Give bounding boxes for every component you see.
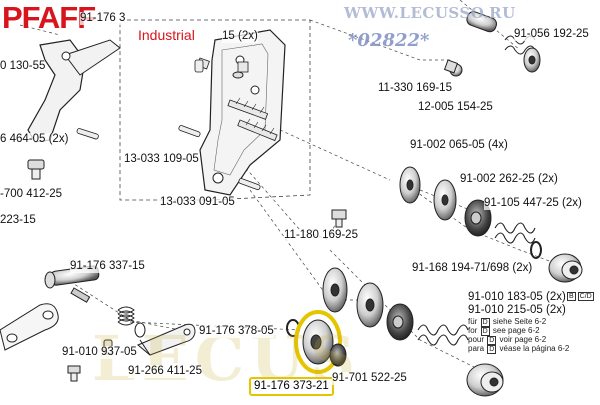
label-left-464: 6 464-05 (2x) xyxy=(0,133,69,146)
label-11-180: 11-180 169-25 xyxy=(284,229,358,242)
label-left-223: 223-15 xyxy=(0,214,36,227)
label-left-700: -700 412-25 xyxy=(0,188,63,201)
note-text: see page 6-2 xyxy=(492,326,540,335)
note-line-1: for D see page 6-2 xyxy=(468,326,540,336)
label-91-701: 91-701 522-25 xyxy=(332,372,407,385)
left-lever-arm xyxy=(19,24,121,143)
brand-subtitle: Industrial xyxy=(138,27,195,43)
label-91-266: 91-266 411-25 xyxy=(128,365,202,378)
screw-left xyxy=(27,159,45,180)
disc-stack-middle xyxy=(322,267,414,341)
label-13-033-091: 13-033 091-05 xyxy=(160,196,235,209)
note-lead: for xyxy=(468,326,478,335)
note-lead: für xyxy=(468,317,478,326)
label-91-105: 91-105 447-25 (2x) xyxy=(484,197,582,210)
label-91-002-065: 91-002 065-05 (4x) xyxy=(410,139,508,152)
knob-bottom xyxy=(466,363,504,397)
note-box: D xyxy=(487,345,497,354)
note-text: voir page 6-2 xyxy=(499,335,547,344)
label-91-010-183: 91-010 183-05 (2x) xyxy=(468,291,566,304)
screw-11-180 xyxy=(331,209,347,228)
label-left-130: 0 130-55 xyxy=(0,60,46,73)
label-91-176-337: 91-176 337-15 xyxy=(70,260,145,273)
label-top-cut-b: 15 (2x) xyxy=(222,30,258,43)
spring-left xyxy=(117,306,135,326)
spring-middle xyxy=(417,324,469,346)
linkage-bar xyxy=(0,303,59,351)
note-lead: para xyxy=(468,344,485,353)
label-91-168: 91-168 194-71/698 (2x) xyxy=(412,262,533,275)
note-box: D xyxy=(480,327,490,336)
label-91-176-378: 91-176 378-05 xyxy=(199,325,274,338)
label-12-005: 12-005 154-25 xyxy=(418,101,493,114)
highlighted-part-label: 91-176 373-21 xyxy=(249,377,334,396)
sleeve xyxy=(329,343,347,367)
note-box: D xyxy=(480,318,490,327)
note-text: siehe Seite 6-2 xyxy=(492,317,547,326)
bracket-guide-box xyxy=(119,19,311,201)
note-line-3: para D véase la página 6-2 xyxy=(468,344,570,354)
mounting-bracket xyxy=(196,29,286,196)
ring-right xyxy=(530,241,542,259)
label-91-002-262: 91-002 262-25 (2x) xyxy=(460,173,558,186)
watermark-code: *02822* xyxy=(348,30,430,51)
disc-stack-right xyxy=(399,166,492,237)
note-c: C/D xyxy=(577,292,594,301)
note-b: B xyxy=(567,292,576,301)
note-line-0: für D siehe Seite 6-2 xyxy=(468,317,547,327)
note-text: véase la página 6-2 xyxy=(499,344,570,353)
knob-right xyxy=(548,253,583,283)
lever-91-266 xyxy=(134,322,196,356)
watermark-url: WWW.LECUSSO.RU xyxy=(344,4,516,22)
label-91-056: 91-056 192-25 xyxy=(514,28,589,41)
label-top-cut-a: 91-176 3 xyxy=(80,12,126,25)
note-lead: pour xyxy=(468,335,485,344)
highlighted-cam xyxy=(294,310,342,374)
spring-right xyxy=(494,222,536,244)
label-11-330: 11-330 169-15 xyxy=(378,82,452,95)
note-box: D xyxy=(487,336,497,345)
label-13-033-109: 13-033 109-05 xyxy=(124,153,199,166)
label-91-010-937: 91-010 937-05 xyxy=(62,346,137,359)
label-91-010-215: 91-010 215-05 (2x) xyxy=(468,304,566,317)
note-line-2: pour D voir page 6-2 xyxy=(468,335,547,345)
pins-left xyxy=(76,59,261,191)
